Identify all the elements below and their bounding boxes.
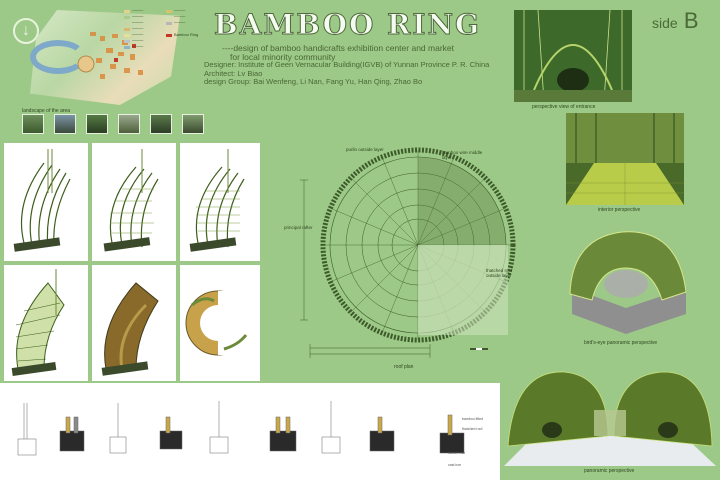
model-step-6 xyxy=(180,265,260,381)
roof-plan-drawing xyxy=(300,147,516,358)
architect-line: Architect: Lv Biao xyxy=(204,68,263,78)
rubber-mat-label: rubber mat xyxy=(448,451,465,455)
site-legend: ──── ──── ──── ──── ──── ──── ──── xyxy=(124,8,204,50)
designer-line: Designer: Institute of Geen Vernacular B… xyxy=(204,60,490,69)
landscape-photo-4 xyxy=(118,114,140,134)
model-step-3 xyxy=(180,143,260,261)
subtitle-line-1: ----design of bamboo handicrafts exhibit… xyxy=(222,43,454,53)
site-plan-buildings xyxy=(77,32,143,79)
landscape-photo-6 xyxy=(182,114,204,134)
subtitle-line-2: for local minority community xyxy=(230,52,336,62)
model-step-4 xyxy=(4,265,88,381)
interior-caption: interior perspective xyxy=(598,207,641,213)
landscape-label: landscape of the area xyxy=(22,108,71,114)
side-word: side xyxy=(652,15,678,31)
model-step-2 xyxy=(92,143,176,261)
poster-title: BAMBOO RING xyxy=(214,8,481,42)
thatched-roof-detail-label: thatched roof xyxy=(462,427,483,431)
landscape-photo-5 xyxy=(150,114,172,134)
bamboo-wire-label: bamboo wire middle layer xyxy=(442,150,483,160)
landscape-photo-3 xyxy=(86,114,108,134)
design-group-line: design Group: Bai Wenfeng, Li Nan, Fang … xyxy=(204,77,423,86)
side-label: side B xyxy=(652,8,699,34)
side-letter: B xyxy=(683,8,699,33)
model-step-5 xyxy=(92,265,176,381)
roof-plan-caption: roof plan xyxy=(394,364,414,370)
thatched-roof-label: thatched roof outside layer xyxy=(486,268,513,278)
birds-eye-image xyxy=(562,218,690,334)
interior-perspective-image xyxy=(566,113,684,205)
purlin-label: purlin outside layer xyxy=(346,147,384,152)
landscape-photo-2 xyxy=(54,114,76,134)
cast-iron-label: cast iron xyxy=(448,463,462,467)
poster-subtitle: ----design of bamboo handicrafts exhibit… xyxy=(222,44,522,62)
model-step-1 xyxy=(4,143,88,261)
credits-block: Designer: Institute of Geen Vernacular B… xyxy=(204,60,514,87)
entrance-caption: perspective view of entrance xyxy=(532,104,596,110)
construction-details-panel: bamboo lifted thatched roof rubber mat c… xyxy=(0,383,500,480)
bamboo-lashed-label: bamboo lifted xyxy=(462,417,484,421)
panoramic-caption: panoramic perspective xyxy=(584,468,635,474)
bamboo-ring-legend-label: Bamboo Ring xyxy=(174,32,199,37)
panoramic-image xyxy=(504,366,716,466)
landscape-photo-1 xyxy=(22,114,44,134)
birds-eye-caption: bird's-eye panoramic perspective xyxy=(584,340,658,346)
north-arrow-icon: ↓ xyxy=(13,18,39,44)
principal-rafter-label: principal rafter xyxy=(284,225,313,230)
site-legend-col2: ──── ──── ──── Bamboo Ring xyxy=(166,8,216,38)
entrance-perspective-image xyxy=(514,10,632,102)
site-plan-road xyxy=(30,40,86,74)
